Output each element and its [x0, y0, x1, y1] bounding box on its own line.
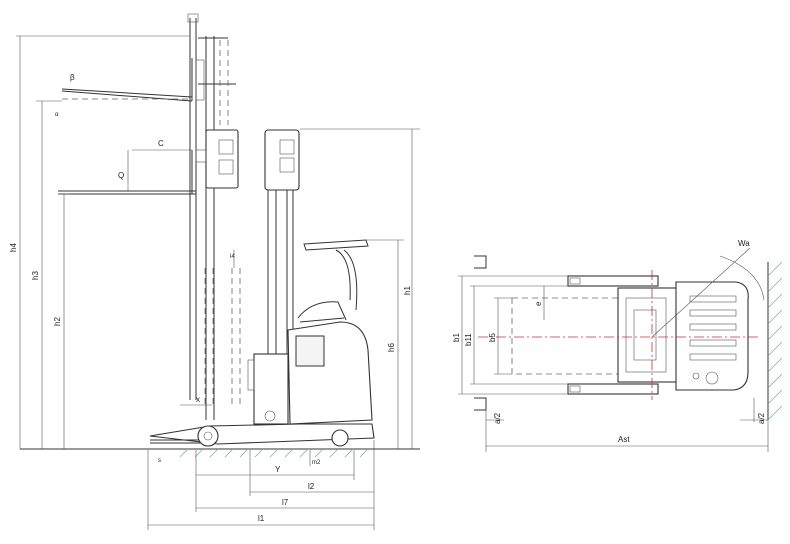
dim-c: C	[158, 139, 164, 148]
dim-s: s	[158, 458, 161, 464]
front-wheel	[197, 425, 219, 447]
angle-beta: β	[70, 73, 75, 82]
raised-carriage	[187, 13, 239, 420]
dim-y: Y	[275, 465, 281, 474]
dim-b11: b11	[464, 333, 473, 346]
overhead-guard	[303, 239, 369, 311]
angle-alpha: α	[55, 112, 59, 118]
dim-a2-right: a/2	[757, 412, 766, 424]
wall-hatching	[767, 261, 783, 421]
top-view-dimensions	[458, 275, 769, 452]
upper-forks	[61, 58, 193, 102]
dim-h4: h4	[9, 243, 18, 252]
dim-h2: h2	[53, 317, 62, 326]
dim-b1: b1	[452, 333, 461, 342]
floor-hatching	[179, 448, 369, 458]
dim-wa: Wa	[738, 239, 750, 248]
dim-x: x	[196, 395, 200, 404]
side-view: h4 h3 h2 h1 h6 β α C Q l4 x s Y m2 l2 l7…	[9, 13, 420, 530]
right-dimensions	[300, 128, 420, 449]
dim-e: e	[534, 301, 543, 306]
chassis-top	[617, 281, 749, 391]
mast	[264, 129, 300, 360]
dim-l2: l2	[308, 482, 315, 491]
dim-q: Q	[118, 171, 124, 180]
truck-chassis	[149, 301, 375, 445]
vertical-dimensions	[16, 35, 190, 449]
dim-a2-left: a/2	[493, 412, 502, 424]
dim-h1: h1	[403, 286, 412, 295]
forks-top	[567, 275, 659, 395]
dim-h3: h3	[31, 271, 40, 280]
dim-l4: l4	[230, 254, 235, 260]
dim-l1: l1	[258, 514, 265, 523]
lower-forks	[58, 150, 196, 195]
dim-b5: b5	[488, 333, 497, 342]
drive-wheel	[264, 410, 349, 447]
dim-ast: Ast	[618, 435, 630, 444]
dim-l7: l7	[282, 498, 289, 507]
top-view: Wa b1 b11 b5 e a/2 a/2 Ast	[452, 239, 783, 452]
dim-m2: m2	[312, 460, 321, 466]
dim-h6: h6	[387, 343, 396, 352]
horizontal-dimensions	[147, 404, 375, 530]
